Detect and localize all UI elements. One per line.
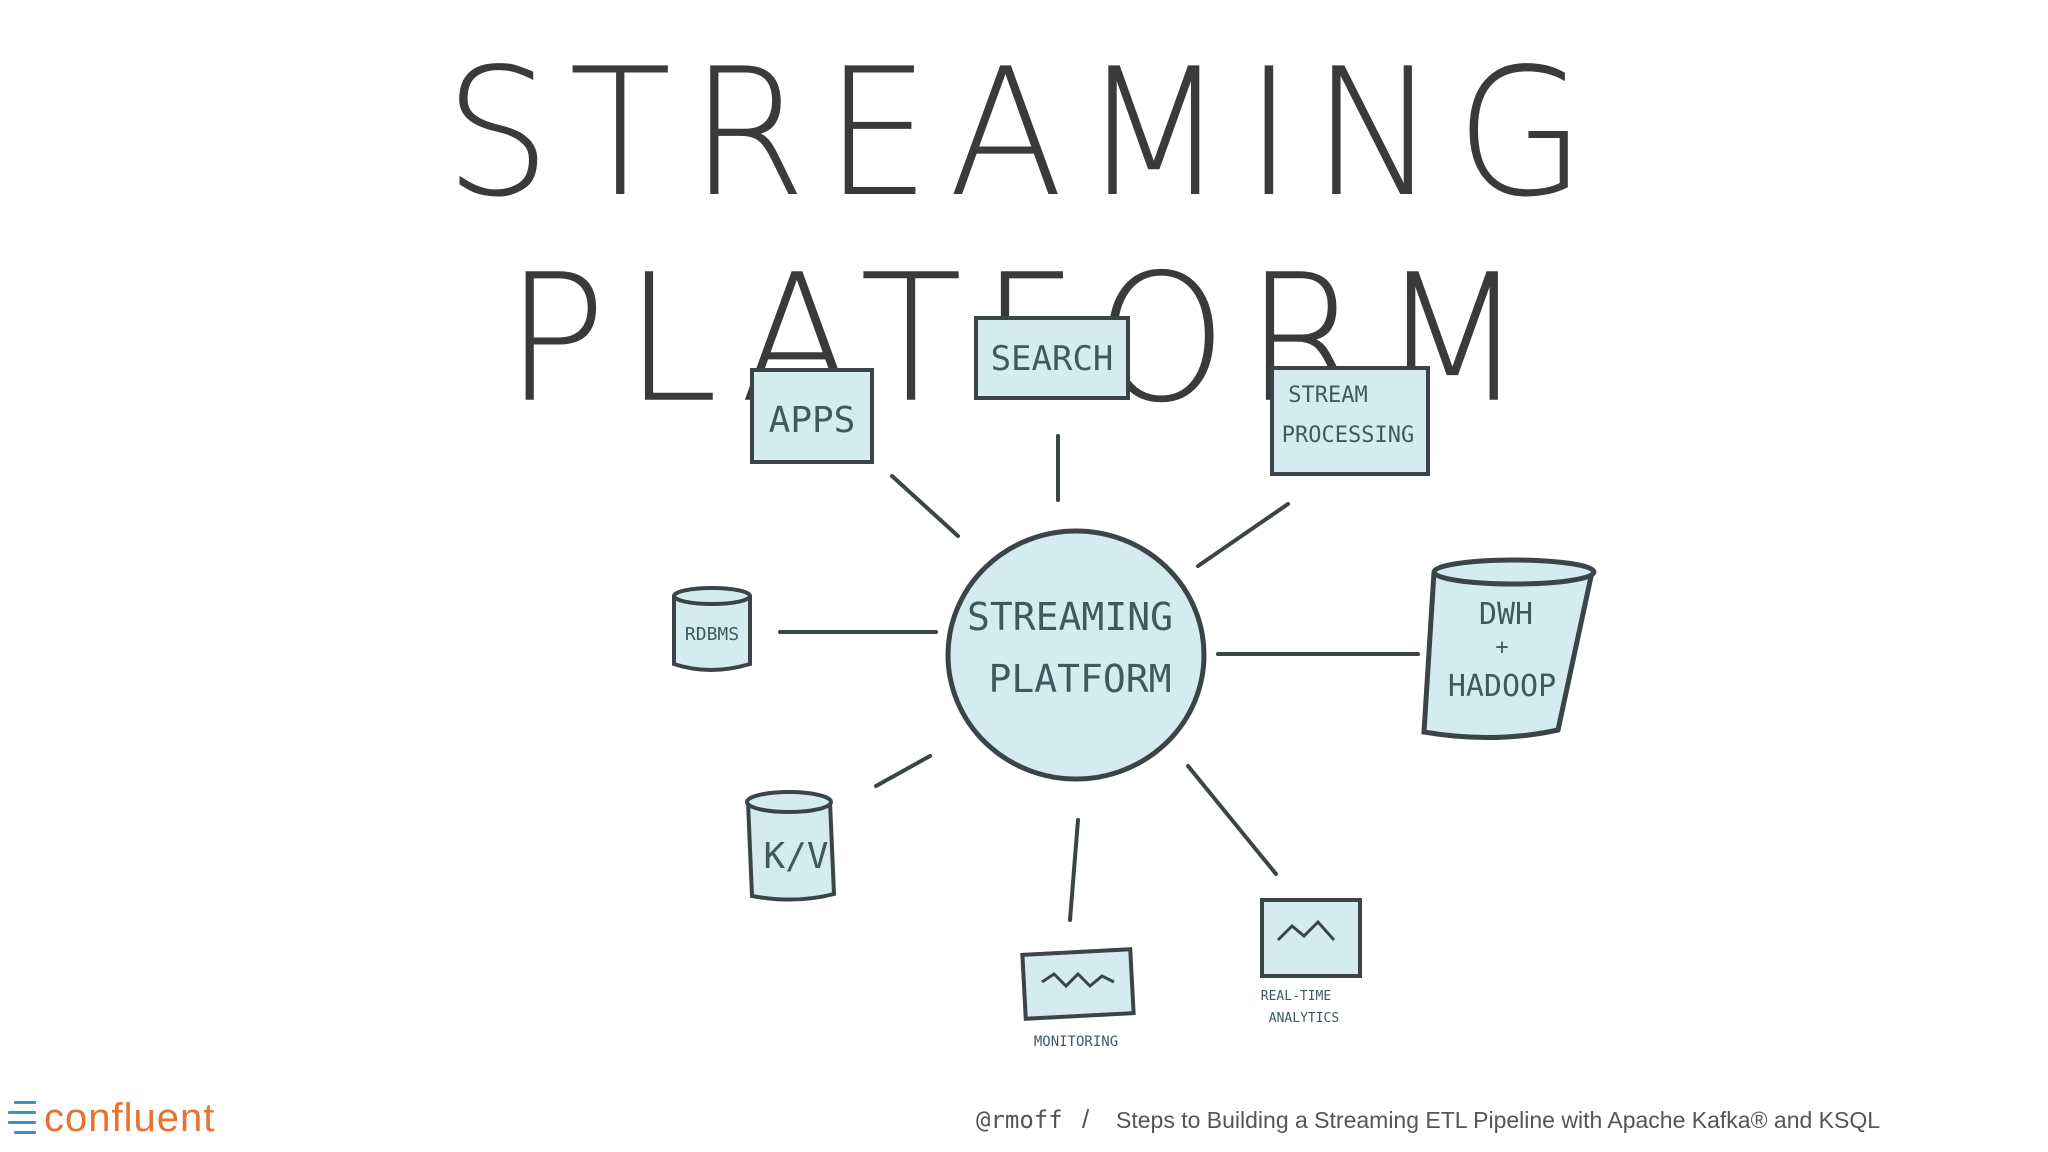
- connector-apps: [890, 474, 960, 538]
- node-realtime-line1: REAL-TIME: [1261, 989, 1331, 1004]
- hub-label-line1: STREAMING: [967, 595, 1173, 639]
- node-dwh-line3: HADOOP: [1448, 669, 1556, 704]
- footer-handle: @rmoff: [976, 1106, 1063, 1134]
- node-dwh-line1: DWH: [1479, 597, 1533, 632]
- confluent-logo-icon: [8, 1093, 42, 1143]
- node-apps-label: APPS: [769, 400, 856, 441]
- node-apps: APPS: [750, 368, 874, 464]
- node-monitoring: MONITORING: [1020, 947, 1136, 1050]
- node-rdbms: RDBMS: [672, 586, 752, 672]
- footer-talk-title: Steps to Building a Streaming ETL Pipeli…: [1116, 1107, 1881, 1133]
- node-stream-processing-line2: PROCESSING: [1282, 423, 1414, 448]
- node-dwh-line2: +: [1495, 635, 1508, 660]
- node-stream-processing-line1: STREAM: [1288, 383, 1367, 408]
- node-kv: K/V: [745, 790, 837, 902]
- node-rdbms-label: RDBMS: [685, 624, 739, 645]
- connector-realtime: [1186, 764, 1278, 876]
- connector-monitoring: [1068, 818, 1080, 922]
- connector-kv: [874, 754, 932, 788]
- node-search: SEARCH: [974, 316, 1130, 400]
- confluent-logo-text: confluent: [44, 1095, 216, 1140]
- node-dwh-hadoop: DWH + HADOOP: [1421, 557, 1597, 740]
- analytics-peak-icon: [1276, 919, 1336, 942]
- streaming-platform-hub: STREAMING PLATFORM: [945, 528, 1207, 782]
- node-stream-processing: STREAM PROCESSING: [1270, 366, 1430, 476]
- confluent-logo: confluent: [8, 1090, 215, 1146]
- monitoring-wave-icon: [1041, 971, 1115, 989]
- node-realtime-analytics: REAL-TIME ANALYTICS: [1260, 898, 1362, 1026]
- node-realtime-line2: ANALYTICS: [1269, 1011, 1339, 1026]
- connector-stream-processing: [1196, 502, 1290, 568]
- node-search-label: SEARCH: [991, 339, 1114, 379]
- hub-label-line2: PLATFORM: [988, 657, 1171, 701]
- node-kv-label: K/V: [763, 836, 828, 877]
- node-monitoring-label: MONITORING: [1034, 1034, 1118, 1050]
- footer-separator: /: [1082, 1104, 1090, 1134]
